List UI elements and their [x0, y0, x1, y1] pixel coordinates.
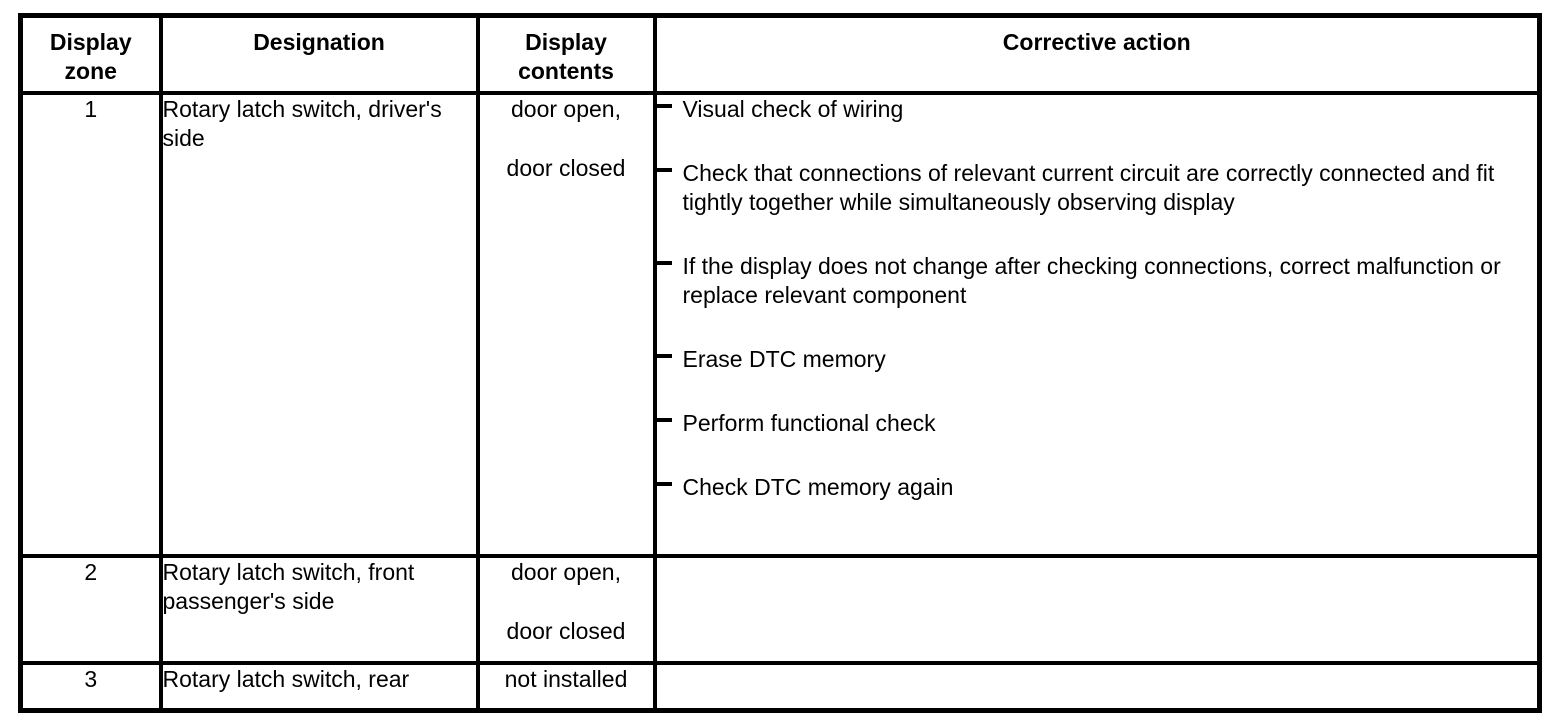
display-contents-cell: door open, door closed — [475, 553, 657, 665]
display-contents-cell: door open, door closed — [475, 90, 657, 558]
corrective-action-item: Check DTC memory again — [658, 473, 1536, 502]
corrective-actions-cell — [652, 553, 1542, 665]
zone-number: 3 — [18, 660, 163, 713]
dtc-display-zone-table: Display zone Designation Display content… — [18, 13, 1542, 713]
table-row: 2 Rotary latch switch, front passenger's… — [18, 553, 1542, 665]
column-header-display-contents: Display contents — [475, 13, 657, 95]
display-contents-line: door open, — [511, 558, 621, 585]
column-header-designation: Designation — [158, 13, 480, 95]
corrective-actions-cell: Visual check of wiring Check that connec… — [652, 90, 1542, 558]
corrective-action-item: Perform functional check — [658, 409, 1536, 438]
display-contents-line: not installed — [504, 665, 628, 692]
column-header-display-zone: Display zone — [18, 13, 163, 95]
corrective-action-item: If the display does not change after che… — [658, 252, 1536, 310]
corrective-action-item: Visual check of wiring — [658, 97, 1536, 124]
corrective-action-item: Erase DTC memory — [658, 345, 1536, 374]
table-row: 1 Rotary latch switch, driver's side doo… — [18, 90, 1542, 558]
corrective-action-item: Check that connections of relevant curre… — [658, 159, 1536, 217]
display-contents-line: door closed — [506, 617, 626, 644]
designation-text: Rotary latch switch, front passenger's s… — [158, 553, 480, 665]
designation-text: Rotary latch switch, driver's side — [158, 90, 480, 558]
column-header-corrective-action: Corrective action — [652, 13, 1542, 95]
designation-text: Rotary latch switch, rear — [158, 660, 480, 713]
display-contents-line: door open, — [511, 95, 621, 122]
table-header-row: Display zone Designation Display content… — [18, 13, 1542, 95]
display-contents-cell: not installed — [475, 660, 657, 713]
display-contents-line: door closed — [506, 154, 626, 181]
zone-number: 1 — [18, 90, 163, 558]
table-row: 3 Rotary latch switch, rear not installe… — [18, 660, 1542, 713]
zone-number: 2 — [18, 553, 163, 665]
corrective-actions-cell — [652, 660, 1542, 713]
